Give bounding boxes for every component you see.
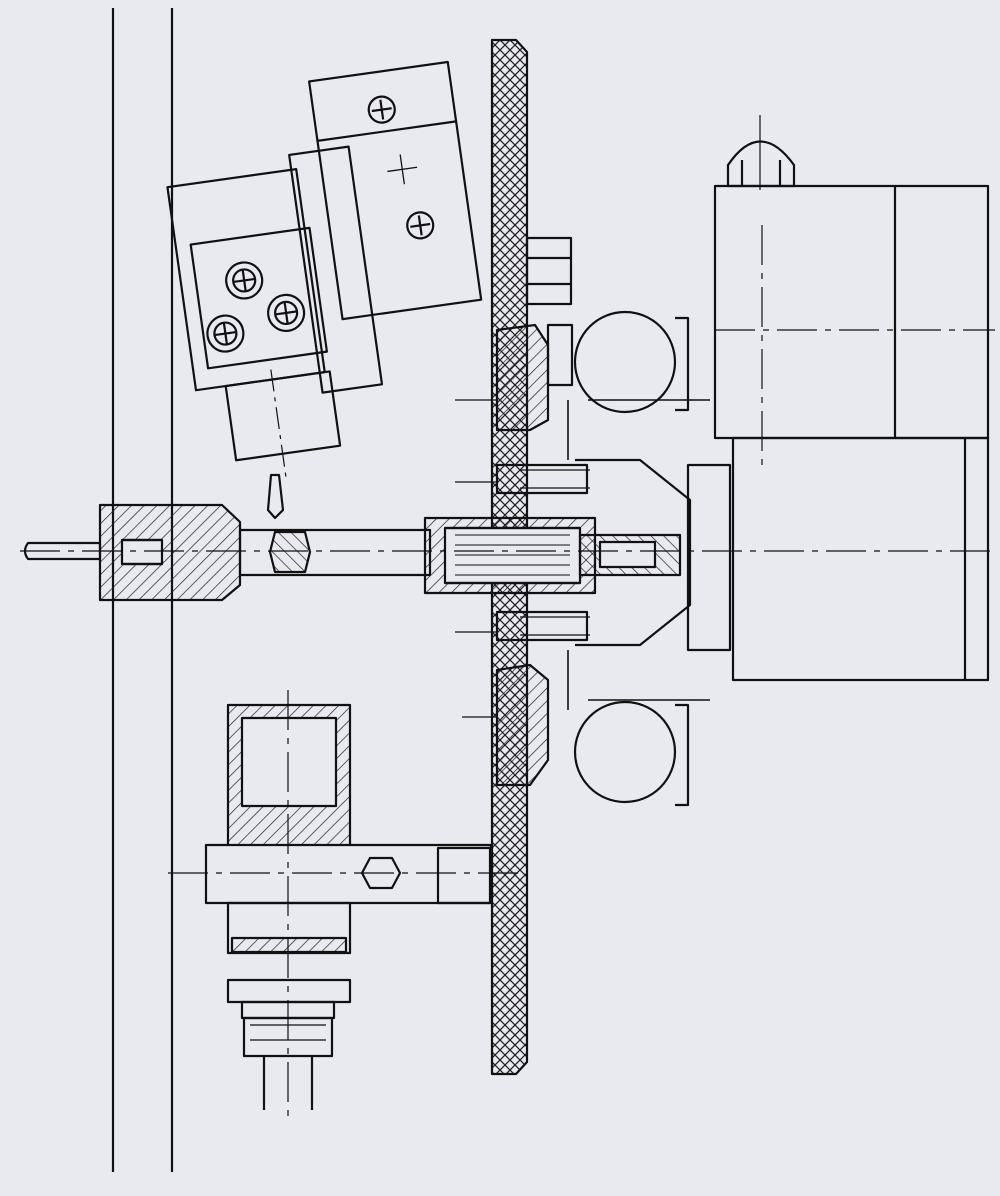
screw-cross-icon [367,95,396,124]
screw-cross-icon [225,261,264,300]
bearing-lower [573,700,690,807]
stylus-pin [266,473,285,520]
tool-holder-assembly [166,60,483,479]
motor-housing [713,184,995,682]
screw-cross-icon [206,314,245,353]
screw-cross-icon [406,211,435,240]
cap-nut-icon [726,115,796,190]
bearing-upper [573,310,690,414]
screw-cross-icon [267,293,306,333]
bolt-head-icon [546,323,574,387]
holder-block [189,226,328,370]
connector-post [168,690,525,1120]
spindle-shaft [20,503,990,602]
bolt-head-icon [525,236,573,306]
clamp-block [308,60,483,321]
holder-nose [224,370,342,462]
nut-icon [360,856,402,890]
hub-flange [495,323,732,787]
leader-lines [455,399,497,718]
